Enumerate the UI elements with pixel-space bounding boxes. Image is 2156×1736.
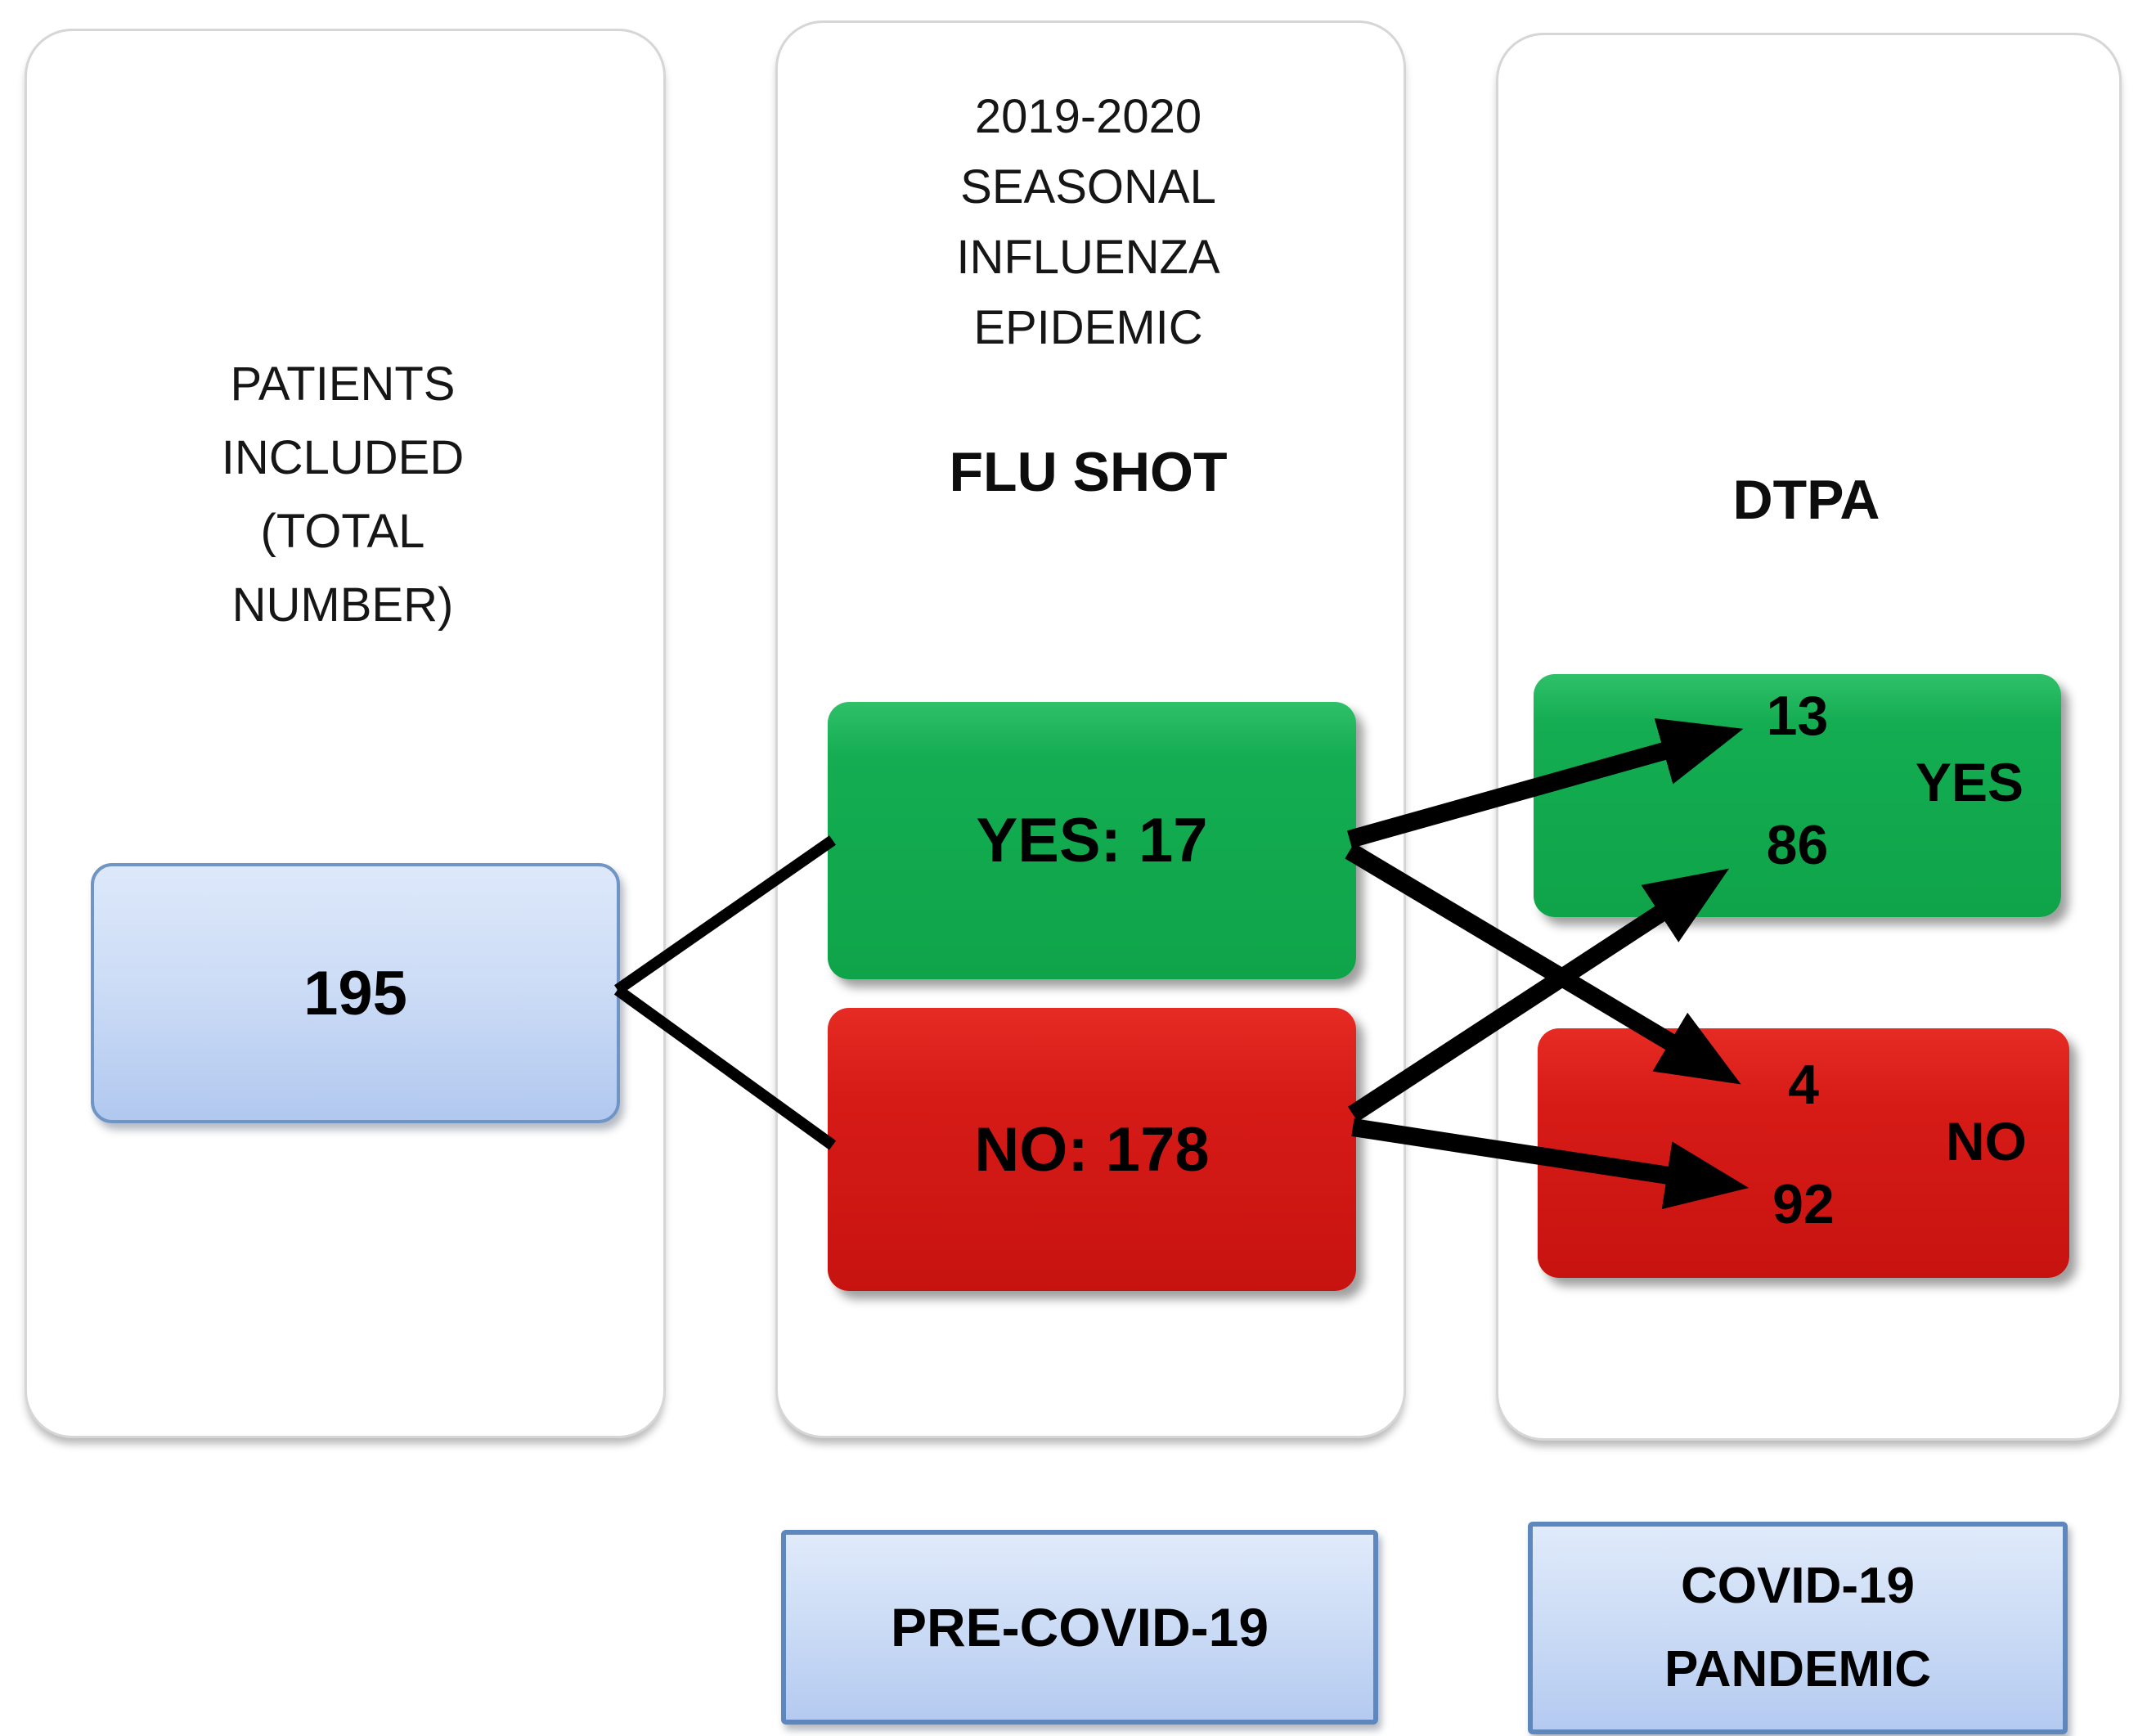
influenza-epidemic-heading: 2019-2020 SEASONAL INFLUENZA EPIDEMIC: [775, 82, 1401, 363]
patients-heading-line: (TOTAL: [260, 505, 425, 558]
influenza-heading-line: INFLUENZA: [956, 231, 1220, 284]
influenza-heading-line: EPIDEMIC: [973, 301, 1203, 354]
dtpa-yes-from-flu-yes-value: 13: [1766, 685, 1829, 747]
dtpa-yes-box: 13 86 YES: [1534, 674, 2061, 917]
total-patients-value: 195: [303, 958, 407, 1028]
covid-pandemic-line: COVID-19: [1681, 1558, 1915, 1614]
patients-heading-line: NUMBER): [231, 578, 454, 632]
dtpa-no-box: 4 92 NO: [1538, 1028, 2069, 1278]
influenza-heading-line: SEASONAL: [960, 160, 1216, 214]
panel-patients: [25, 29, 666, 1438]
dtpa-no-from-flu-no-value: 92: [1772, 1173, 1835, 1235]
flu-shot-no-value: NO: 178: [974, 1114, 1210, 1185]
patients-heading-line: PATIENTS: [230, 358, 456, 411]
flu-shot-title: FLU SHOT: [949, 441, 1228, 503]
total-patients-box: 195: [91, 863, 620, 1123]
influenza-heading-line: 2019-2020: [974, 90, 1202, 143]
flu-shot-no-box: NO: 178: [828, 1008, 1356, 1291]
dtpa-no-label: NO: [1946, 1111, 2027, 1172]
patients-heading: PATIENTS INCLUDED (TOTAL NUMBER): [25, 348, 661, 642]
dtpa-title: DTPA: [1732, 469, 1880, 531]
dtpa-no-from-flu-yes-value: 4: [1788, 1054, 1819, 1116]
covid-pandemic-line: PANDEMIC: [1664, 1641, 1932, 1698]
patients-heading-line: INCLUDED: [221, 431, 465, 484]
dtpa-yes-label: YES: [1915, 752, 2023, 812]
dtpa-yes-from-flu-no-value: 86: [1766, 814, 1829, 876]
covid-pandemic-label: COVID-19 PANDEMIC: [1528, 1522, 2068, 1734]
pre-covid-label-text: PRE-COVID-19: [890, 1597, 1269, 1657]
pre-covid-label: PRE-COVID-19: [781, 1530, 1378, 1725]
flu-shot-yes-value: YES: 17: [976, 806, 1208, 875]
flu-shot-yes-box: YES: 17: [828, 702, 1356, 979]
